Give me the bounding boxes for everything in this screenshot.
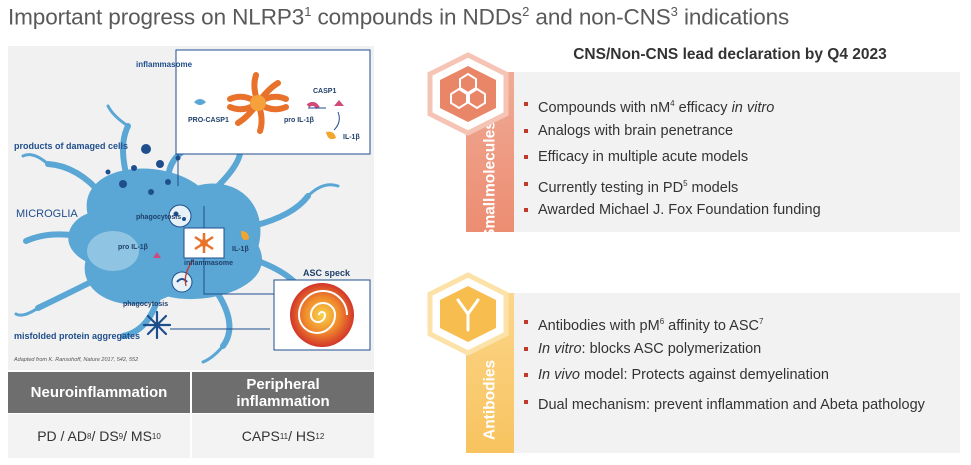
antibody-hex-icon bbox=[427, 272, 509, 356]
list-item: Dual mechanism: prevent inflammation and… bbox=[522, 392, 938, 418]
casp1-label: CASP1 bbox=[313, 88, 337, 95]
list-item: In vivo model: Protects against demyelin… bbox=[522, 365, 938, 392]
products-label: products of damaged cells bbox=[14, 141, 129, 151]
small-molecules-panel bbox=[514, 72, 960, 232]
asc-speck-label: ASC speck bbox=[303, 268, 351, 278]
list-item: Efficacy in multiple acute models bbox=[522, 147, 821, 174]
microglia-diagram bbox=[14, 49, 371, 364]
molecule-hex-icon bbox=[427, 52, 509, 136]
lead-declaration-title: CNS/Non-CNS lead declaration by Q4 2023 bbox=[573, 46, 887, 63]
pro-il1b-label: pro IL-1β bbox=[284, 117, 314, 124]
il1b-inner-label: IL-1β bbox=[232, 246, 249, 253]
pro-il1b-inner-label: pro IL-1β bbox=[118, 244, 148, 251]
header-peripheral-line1: Peripheral bbox=[246, 375, 320, 393]
antibodies-list: Antibodies with pM6 affinity to ASC7 In … bbox=[522, 312, 938, 418]
list-item: Currently testing in PD5 models bbox=[522, 174, 821, 201]
list-item: Awarded Michael J. Fox Foundation fundin… bbox=[522, 200, 821, 227]
slide-title: Important progress on NLRP31 compounds i… bbox=[8, 4, 790, 30]
list-item: In vitro: blocks ASC polymerization bbox=[522, 339, 938, 366]
header-peripheral-line2: inflammation bbox=[236, 392, 330, 410]
list-item: Analogs with brain penetrance bbox=[522, 121, 821, 148]
inflammasome-label: inflammasome bbox=[136, 60, 193, 69]
header-peripheral: Peripheral inflammation bbox=[192, 372, 374, 413]
inflammasome-inner-label: inflammasome bbox=[184, 260, 234, 267]
small-molecules-list: Compounds with nM4 efficacy in vitro Ana… bbox=[522, 94, 821, 227]
phagocytosis-label: phagocytosis bbox=[136, 214, 182, 221]
pro-casp1-label: PRO-CASP1 bbox=[188, 117, 229, 124]
il1b-label: IL-1β bbox=[343, 134, 360, 141]
list-item: Compounds with nM4 efficacy in vitro bbox=[522, 94, 821, 121]
antibodies-label: Antibodies bbox=[481, 359, 499, 441]
microglia-label: MICROGLIA bbox=[16, 208, 78, 220]
microglia-illustration: inflammasome CASP1 PRO-CASP1 pro IL-1β I… bbox=[8, 46, 374, 370]
list-item: Antibodies with pM6 affinity to ASC7 bbox=[522, 312, 938, 339]
header-neuroinflammation: Neuroinflammation bbox=[8, 372, 190, 413]
citation: Adapted from K. Ransohoff, Nature 2017, … bbox=[14, 357, 139, 363]
phagocytosis-2-label: phagocytosis bbox=[123, 301, 169, 308]
indications-table: Neuroinflammation Peripheral inflammatio… bbox=[8, 372, 374, 460]
misfolded-label: misfolded protein aggregates bbox=[14, 331, 141, 341]
antibodies-panel bbox=[514, 293, 960, 453]
